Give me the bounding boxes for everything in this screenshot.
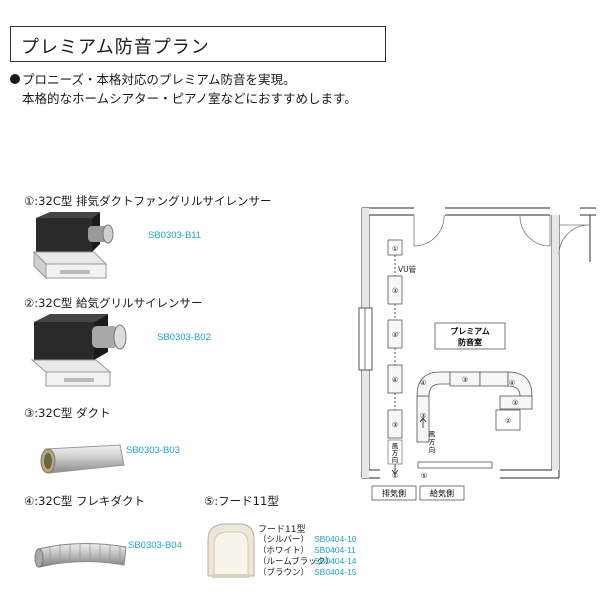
vu-pipe-label: VU管	[398, 264, 417, 274]
grille-frame	[30, 359, 112, 373]
hood-variant-row: （ブラウン） SB0404-15	[258, 566, 357, 578]
page-title: プレミアム防音プラン	[21, 37, 210, 58]
product-2-label: ②:32C型 給気グリルサイレンサー	[24, 296, 203, 310]
exhaust-duct-run	[387, 239, 403, 439]
marker-2: ②	[505, 417, 511, 425]
hood-title: フード11型	[258, 525, 306, 535]
silencer-top	[34, 314, 108, 322]
hood-variant-name: （シルバー）	[258, 535, 310, 545]
hood-variant-code: SB0404-11	[314, 545, 356, 555]
wind-label: 方	[392, 448, 399, 457]
product-4-label: ④:32C型 フレキダクト	[24, 494, 146, 508]
product-3-label: ③:32C型 ダクト	[24, 406, 111, 420]
product-2-code: SB0303-B02	[157, 332, 211, 343]
wind-label: 方	[429, 437, 436, 446]
wind-label: 向	[429, 445, 436, 454]
exhaust-side-box	[371, 485, 417, 501]
duct-inner	[44, 453, 52, 469]
door-arc	[413, 214, 445, 247]
hood-variant-name: （ルームブラック）	[258, 557, 334, 567]
wind-label: 向	[392, 455, 399, 464]
duct-connector	[92, 326, 118, 348]
intro-line-1: プロニーズ・本格対応のプレミアム防音を実現。	[22, 72, 296, 87]
hood-variant-name: （ホワイト）	[258, 546, 310, 556]
supply-side-label: 給気側	[430, 488, 454, 498]
hood-variant-row: （ルームブラック）SB0404-14	[258, 555, 357, 567]
exhaust-fan-silencer-image	[32, 212, 114, 280]
marker-5: ⑤	[421, 472, 427, 480]
marker-3: ③	[420, 412, 426, 420]
exhaust-wind-direction: 風 方 向	[387, 439, 403, 475]
hood-variant-name: （ブラウン）	[258, 568, 310, 578]
product-1-code: SB0303-B11	[148, 230, 202, 241]
supply-side-box	[419, 485, 465, 501]
wall-window	[358, 307, 373, 371]
product-4-code: SB0303-B04	[128, 540, 182, 551]
marker-3: ③	[392, 331, 398, 339]
down-arrow-icon	[391, 464, 399, 475]
hood-variant-row: （シルバー） SB0404-10	[258, 533, 357, 545]
room-label-line-1: プレミアム	[450, 326, 489, 336]
duct-opening	[113, 324, 127, 350]
intro-line-2: 本格的なホームシアター・ピアノ室などにおすすめします。	[22, 91, 357, 106]
intro-text: プロニーズ・本格対応のプレミアム防音を実現。 本格的なホームシアター・ピアノ室な…	[10, 70, 357, 108]
bullet-icon	[10, 74, 20, 84]
marker-3: ③	[462, 376, 468, 384]
duct-body	[45, 444, 125, 474]
duct-image	[40, 444, 125, 474]
hood-variant-code: SB0404-10	[314, 534, 357, 544]
hood-front	[213, 531, 249, 577]
exhaust-side-label: 排気側	[382, 488, 406, 498]
marker-4: ④	[420, 379, 426, 387]
supply-duct-run	[416, 371, 533, 469]
up-arrow-icon	[419, 417, 427, 428]
hood-image	[207, 523, 255, 578]
marker-4: ④	[509, 379, 515, 387]
hood-base	[212, 574, 250, 578]
door-arc	[558, 224, 591, 256]
marker-1: ①	[392, 245, 398, 253]
marker-4: ④	[392, 376, 398, 384]
wall-fill	[552, 215, 559, 470]
grille-slot	[60, 270, 90, 274]
flex-duct-end	[34, 548, 44, 568]
product-1-label: ①:32C型 排気ダクトファングリルサイレンサー	[24, 194, 272, 208]
grille-slot	[64, 378, 94, 382]
hood-variant-code: SB0404-15	[314, 567, 357, 577]
product-3-code: SB0303-B03	[126, 445, 180, 456]
room-label-box	[434, 322, 506, 350]
silencer-body	[36, 218, 92, 252]
door-arc	[519, 214, 551, 247]
supply-wind-direction: 風 方 向	[419, 417, 436, 454]
room-layout-diagram: ① ③ ③ ④ ③ ④ ③ ④ ③ ② ③ ⑤ ⑤ VU管 プレミアム 防音室 …	[358, 207, 596, 501]
flex-duct-ribs	[49, 543, 121, 564]
title-box: プレミアム防音プラン	[10, 26, 386, 62]
marker-3: ③	[392, 421, 398, 429]
wind-label: 風	[429, 430, 436, 438]
wind-label: 風	[392, 442, 399, 450]
product-5-label: ⑤:フード11型	[204, 494, 279, 508]
silencer-top	[36, 212, 100, 218]
hood-variant-code: SB0404-14	[314, 556, 357, 566]
marker-5: ⑤	[392, 472, 398, 480]
marker-3: ③	[512, 399, 518, 407]
duct-opening	[102, 224, 114, 244]
silencer-body	[34, 322, 94, 360]
flex-duct-image	[34, 542, 127, 568]
supply-grille-silencer-image	[30, 314, 127, 387]
room-label-line-2: 防音室	[458, 337, 482, 347]
marker-3: ③	[392, 287, 398, 295]
flex-duct-body	[37, 542, 127, 568]
hood-variant-row: （ホワイト） SB0404-11	[258, 544, 356, 556]
